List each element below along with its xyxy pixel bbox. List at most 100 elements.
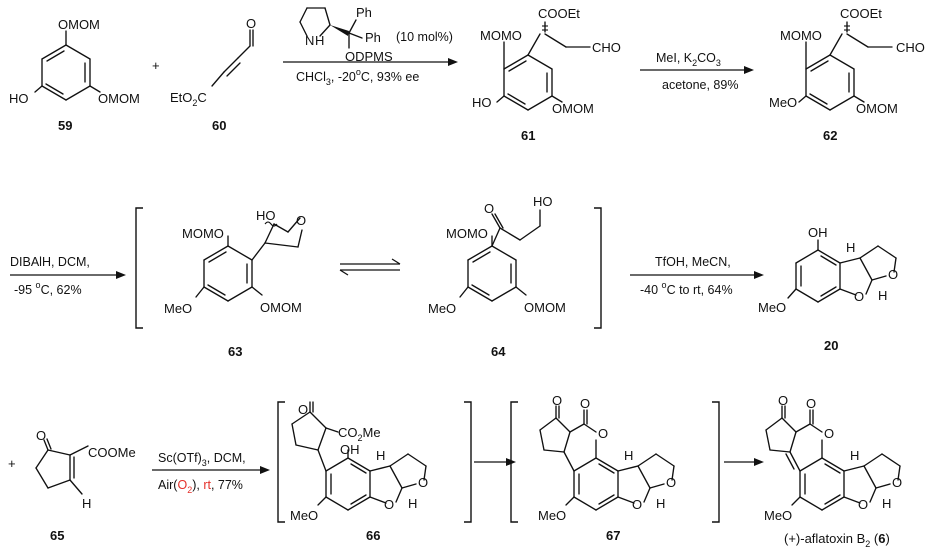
compound-66-label-9: MeO [290, 508, 318, 523]
arrow-1-cond-sup: o [356, 67, 361, 77]
arrow-2-head [744, 66, 754, 74]
arrow-5-l1-pre: Sc(OTf) [158, 451, 202, 465]
compound-60-c: C [197, 90, 206, 105]
compound-64-label-4: OMOM [524, 300, 566, 315]
compound-66-co: CO [338, 425, 358, 440]
compound-59-label-1: OMOM [98, 91, 140, 106]
compound-66-label-0: O [298, 402, 308, 417]
compound-66-label-7: O [384, 497, 394, 512]
compound-66-label-4: OH [340, 442, 360, 457]
compound-66-co2me: CO2Me [338, 425, 381, 443]
arrow-3-below-post: C, 62% [41, 283, 82, 297]
arrow-2-above-mid: CO [697, 51, 716, 65]
compound-20-label-0: OH [808, 225, 828, 240]
arrow-3-below-sup: o [36, 280, 41, 290]
compound-20-label-1: H [846, 240, 855, 255]
compound-66-number: 66 [366, 528, 380, 543]
bracket-66-left [277, 401, 285, 523]
compound-59-number: 59 [58, 118, 72, 133]
compound-60-bonds [211, 29, 254, 87]
bracket-67-right [712, 401, 720, 523]
compound-64-bonds [459, 209, 541, 302]
arrow-3-head [116, 271, 126, 279]
compound-66-label-5: H [376, 448, 385, 463]
catalyst-label-n: N [305, 33, 314, 48]
arrow-2-above-sub: 2 [692, 58, 697, 68]
compound-63-label-4: OMOM [260, 300, 302, 315]
compound-65-label-2: H [82, 496, 91, 511]
compound-59-label-0: OMOM [58, 17, 100, 32]
arrow-5-line1: Sc(OTf)3, DCM, [158, 451, 246, 468]
compound-67-label-0: O [552, 393, 562, 408]
compound-61-number: 61 [521, 128, 535, 143]
arrow-4-below-pre: -40 [640, 283, 662, 297]
compound-62-label-3: MeO [769, 95, 797, 110]
arrow-2-above-pre: MeI, K [656, 51, 693, 65]
compound-65-label-1: COOMe [88, 445, 136, 460]
compound-6-bonds [765, 405, 901, 511]
compound-6-label-5: O [858, 497, 868, 512]
compound-66: O CO2Me OH H O O H MeO 66 [290, 401, 428, 543]
compound-66-label-6: O [418, 475, 428, 490]
catalyst-label-ph2: Ph [365, 30, 381, 45]
arrow-2-above: MeI, K2CO3 [656, 51, 721, 68]
compound-63-label-2: MOMO [182, 226, 224, 241]
compound-60-label-1: EtO2C [170, 90, 207, 108]
compound-20: OH H O O H MeO 20 [758, 225, 898, 353]
compound-6-name-prefix: (+)-aflatoxin B [784, 531, 865, 546]
compound-62-bonds [798, 21, 893, 111]
arrow-1-cond-tail: C, 93% ee [361, 70, 419, 84]
compound-61-bonds [496, 21, 591, 111]
arrow-5-l1-sub: 3 [202, 458, 207, 468]
compound-59: OMOM OMOM HO 59 [9, 17, 140, 133]
compound-6-label-0: O [778, 393, 788, 408]
catalyst-label-h: H [315, 33, 324, 48]
compound-66-sub: 2 [358, 433, 363, 443]
compound-60-label-0: O [246, 16, 256, 31]
equilibrium-forward-barb [391, 258, 401, 265]
plus-sign-1: + [152, 58, 160, 73]
compound-67-label-4: O [666, 475, 676, 490]
compound-6: O O O H O O H MeO (+)-aflatoxin B2 (6) [764, 393, 902, 549]
arrow-5-l2-c: ), [192, 478, 203, 492]
arrow-3-below-pre: -95 [14, 283, 36, 297]
arrow-1-cond-pre: CHCl [296, 70, 326, 84]
arrow-2-above-sub2: 3 [716, 58, 721, 68]
arrow-1-cond-sub: 3 [326, 77, 331, 87]
compound-20-label-4: H [878, 288, 887, 303]
compound-63-wavy-bond [264, 221, 278, 227]
bracket-63-64 [135, 207, 602, 329]
bracket-66-right [464, 401, 472, 523]
arrow-5: Sc(OTf)3, DCM, Air(O2), rt, 77% [152, 451, 270, 495]
compound-66-me: Me [363, 425, 381, 440]
arrow-4-below-sup: o [662, 280, 667, 290]
compound-63-label-3: MeO [164, 301, 192, 316]
compound-67-label-6: H [656, 496, 665, 511]
compound-59-label-2: HO [9, 91, 29, 106]
bracket-67-left [510, 401, 518, 523]
compound-20-label-3: O [854, 289, 864, 304]
arrow-2-below: acetone, 89% [662, 78, 738, 92]
compound-62-label-4: OMOM [856, 101, 898, 116]
compound-6-label-4: O [892, 475, 902, 490]
compound-66-label-8: H [408, 496, 417, 511]
arrow-5-line2: Air(O2), rt, 77% [158, 478, 243, 495]
compound-61-label-3: HO [472, 95, 492, 110]
catalyst-structure [299, 7, 363, 49]
arrow-3-below: -95 oC, 62% [14, 280, 82, 297]
compound-64-label-2: MOMO [446, 226, 488, 241]
arrow-7 [724, 458, 764, 466]
arrow-2: MeI, K2CO3 acetone, 89% [640, 51, 754, 92]
compound-64-label-1: HO [533, 194, 553, 209]
arrow-1-cond-post: , -20 [331, 70, 356, 84]
compound-67-label-2: O [598, 426, 608, 441]
plus-sign-2: + [8, 456, 16, 471]
compound-60-eto: EtO [170, 90, 192, 105]
compound-63-label-0: HO [256, 208, 276, 223]
arrow-1-head [448, 58, 458, 66]
compound-20-label-2: O [888, 267, 898, 282]
compound-60: O EtO2C 60 [170, 16, 256, 133]
arrow-4-below-post: C to rt, 64% [667, 283, 733, 297]
compound-62-label-2: CHO [896, 40, 925, 55]
